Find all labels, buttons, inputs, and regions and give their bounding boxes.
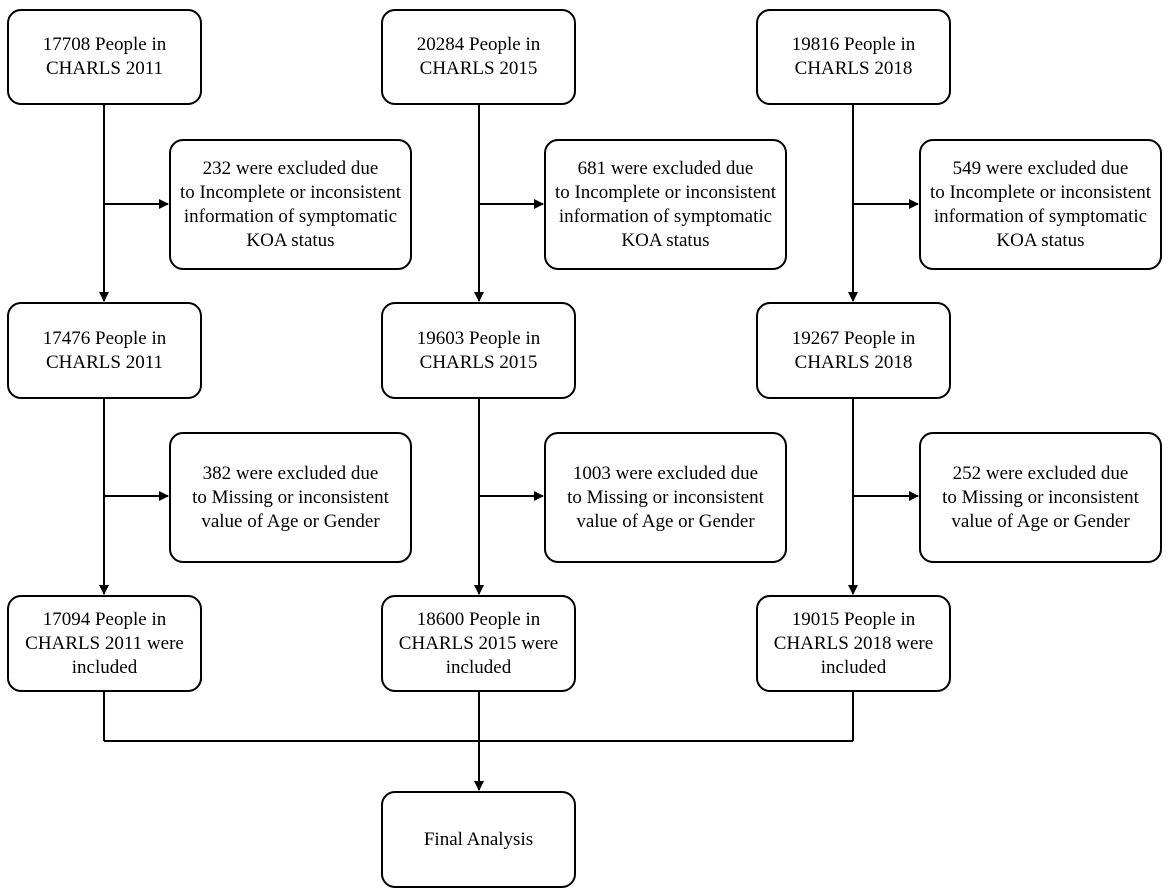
exclusion-age-gender-box-2015: 1003 were excluded due to Missing or inc… bbox=[544, 432, 787, 563]
box-line: value of Age or Gender bbox=[201, 510, 380, 532]
box-line: information of symptomatic bbox=[558, 205, 773, 227]
box-line: 17476 People in bbox=[42, 327, 167, 349]
after-koa-box-2011: 17476 People in CHARLS 2011 bbox=[7, 302, 202, 399]
box-line: CHARLS 2018 were bbox=[773, 632, 934, 654]
box-line: 19603 People in bbox=[416, 327, 541, 349]
box-line: 17708 People in bbox=[42, 34, 167, 55]
box-line: 18600 People in bbox=[416, 608, 541, 630]
box-line: CHARLS 2018 bbox=[794, 351, 913, 373]
box-line: CHARLS 2015 were bbox=[398, 632, 559, 654]
included-box-2011: 17094 People in CHARLS 2011 were include… bbox=[7, 595, 202, 692]
box-line: 19816 People in bbox=[791, 34, 916, 55]
included-box-2018: 19015 People in CHARLS 2018 were include… bbox=[756, 595, 951, 692]
box-line: to Incomplete or inconsistent bbox=[554, 181, 777, 203]
box-line: 232 were excluded due bbox=[202, 157, 379, 179]
start-box-2011: 17708 People in CHARLS 2011 bbox=[7, 9, 202, 105]
start-box-2018: 19816 People in CHARLS 2018 bbox=[756, 9, 951, 105]
box-line: 20284 People in bbox=[416, 34, 541, 55]
box-line: to Missing or inconsistent bbox=[567, 486, 764, 508]
box-line: 681 were excluded due bbox=[577, 157, 754, 179]
box-line: CHARLS 2011 bbox=[45, 351, 163, 373]
after-koa-box-2015: 19603 People in CHARLS 2015 bbox=[381, 302, 576, 399]
box-line: included bbox=[820, 656, 887, 678]
box-line: value of Age or Gender bbox=[951, 510, 1130, 532]
box-line: information of symptomatic bbox=[183, 205, 398, 227]
box-line: 19267 People in bbox=[791, 327, 916, 349]
box-line: 252 were excluded due bbox=[952, 462, 1129, 484]
after-koa-box-2018: 19267 People in CHARLS 2018 bbox=[756, 302, 951, 399]
final-analysis-box: Final Analysis bbox=[381, 791, 576, 888]
box-line: CHARLS 2011 were bbox=[25, 632, 184, 654]
box-line: Final Analysis bbox=[423, 828, 534, 850]
box-line: CHARLS 2011 bbox=[45, 58, 163, 79]
included-box-2015: 18600 People in CHARLS 2015 were include… bbox=[381, 595, 576, 692]
exclusion-koa-box-2011: 232 were excluded due to Incomplete or i… bbox=[169, 139, 412, 270]
box-line: to Incomplete or inconsistent bbox=[929, 181, 1152, 203]
box-line: KOA status bbox=[996, 229, 1085, 251]
box-line: included bbox=[445, 656, 512, 678]
exclusion-koa-box-2015: 681 were excluded due to Incomplete or i… bbox=[544, 139, 787, 270]
box-line: KOA status bbox=[621, 229, 710, 251]
box-line: 549 were excluded due bbox=[952, 157, 1129, 179]
start-box-2015: 20284 People in CHARLS 2015 bbox=[381, 9, 576, 105]
box-line: information of symptomatic bbox=[933, 205, 1148, 227]
exclusion-age-gender-box-2011: 382 were excluded due to Missing or inco… bbox=[169, 432, 412, 563]
box-line: to Missing or inconsistent bbox=[942, 486, 1139, 508]
box-line: CHARLS 2015 bbox=[419, 58, 538, 79]
box-line: value of Age or Gender bbox=[576, 510, 755, 532]
box-line: 382 were excluded due bbox=[202, 462, 379, 484]
box-line: to Incomplete or inconsistent bbox=[179, 181, 402, 203]
exclusion-age-gender-box-2018: 252 were excluded due to Missing or inco… bbox=[919, 432, 1162, 563]
box-line: included bbox=[71, 656, 138, 678]
box-line: CHARLS 2015 bbox=[419, 351, 538, 373]
box-line: 17094 People in bbox=[42, 608, 167, 630]
exclusion-koa-box-2018: 549 were excluded due to Incomplete or i… bbox=[919, 139, 1162, 270]
box-line: KOA status bbox=[246, 229, 335, 251]
box-line: to Missing or inconsistent bbox=[192, 486, 389, 508]
box-line: 19015 People in bbox=[791, 608, 916, 630]
box-line: 1003 were excluded due bbox=[572, 462, 759, 484]
box-line: CHARLS 2018 bbox=[794, 58, 913, 79]
